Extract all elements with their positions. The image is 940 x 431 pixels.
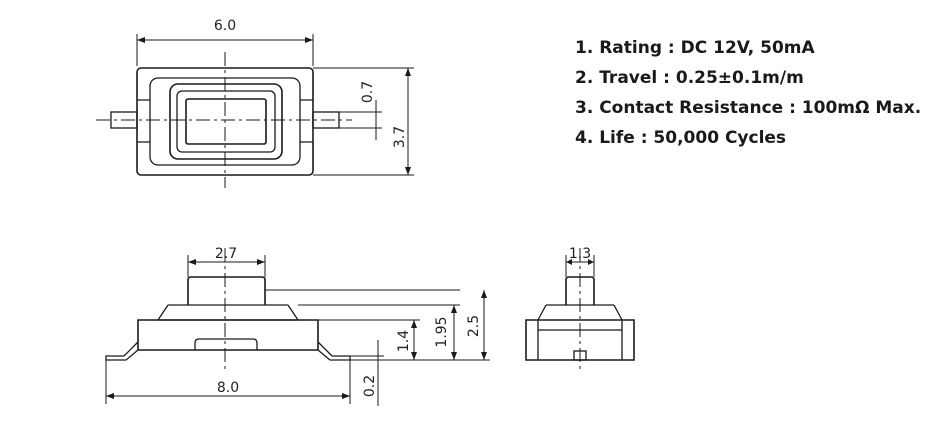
front-height-ext-lines [265, 289, 490, 361]
side-view [525, 248, 635, 372]
front-actuator-arrows [188, 259, 265, 265]
front-actuator [187, 276, 266, 305]
spec-contact-resistance: 3. Contact Resistance : 100mΩ Max. [575, 98, 922, 118]
front-lead-right [317, 341, 351, 361]
dim-top-width: 6.0 [214, 18, 236, 34]
spec-travel: 2. Travel : 0.25±0.1m/m [575, 68, 804, 88]
top-height-dim-lines [313, 67, 414, 176]
top-actuator-inner [185, 98, 267, 145]
dim-front-width: 8.0 [217, 380, 239, 396]
front-actuator-dim-lines [187, 255, 266, 277]
front-lead-dim-lines [350, 340, 384, 406]
top-view [96, 34, 414, 188]
front-view [105, 248, 490, 406]
spec-rating: 1. Rating : DC 12V, 50mA [575, 38, 815, 58]
top-width-dim-lines [136, 34, 314, 66]
dim-front-body: 1.4 [396, 330, 412, 352]
dim-top-pin: 0.7 [360, 81, 376, 103]
spec-life: 4. Life : 50,000 Cycles [575, 128, 787, 148]
front-shoulders [157, 304, 299, 321]
top-centerlines [96, 52, 352, 188]
top-pin-dim-lines [339, 100, 382, 140]
dim-side-actuator: 1.3 [569, 246, 591, 262]
dim-front-lead: 0.2 [362, 375, 378, 397]
spec-list: 1. Rating : DC 12V, 50mA 2. Travel : 0.2… [575, 33, 921, 153]
dim-top-height: 3.7 [392, 126, 408, 148]
top-body-notches [137, 99, 313, 143]
side-actuator-arrows [566, 259, 594, 265]
top-pin-left [110, 111, 138, 129]
side-body [525, 319, 635, 361]
front-body [137, 319, 319, 351]
front-underside [194, 338, 258, 350]
dim-front-mid: 1.95 [434, 316, 450, 347]
top-actuator-mid [176, 90, 276, 153]
top-actuator-outer [169, 83, 283, 160]
dim-front-actuator: 2.7 [215, 246, 237, 262]
dim-front-total: 2.5 [466, 315, 482, 337]
front-width-dim-lines [105, 360, 351, 404]
front-lead-left [105, 341, 139, 361]
